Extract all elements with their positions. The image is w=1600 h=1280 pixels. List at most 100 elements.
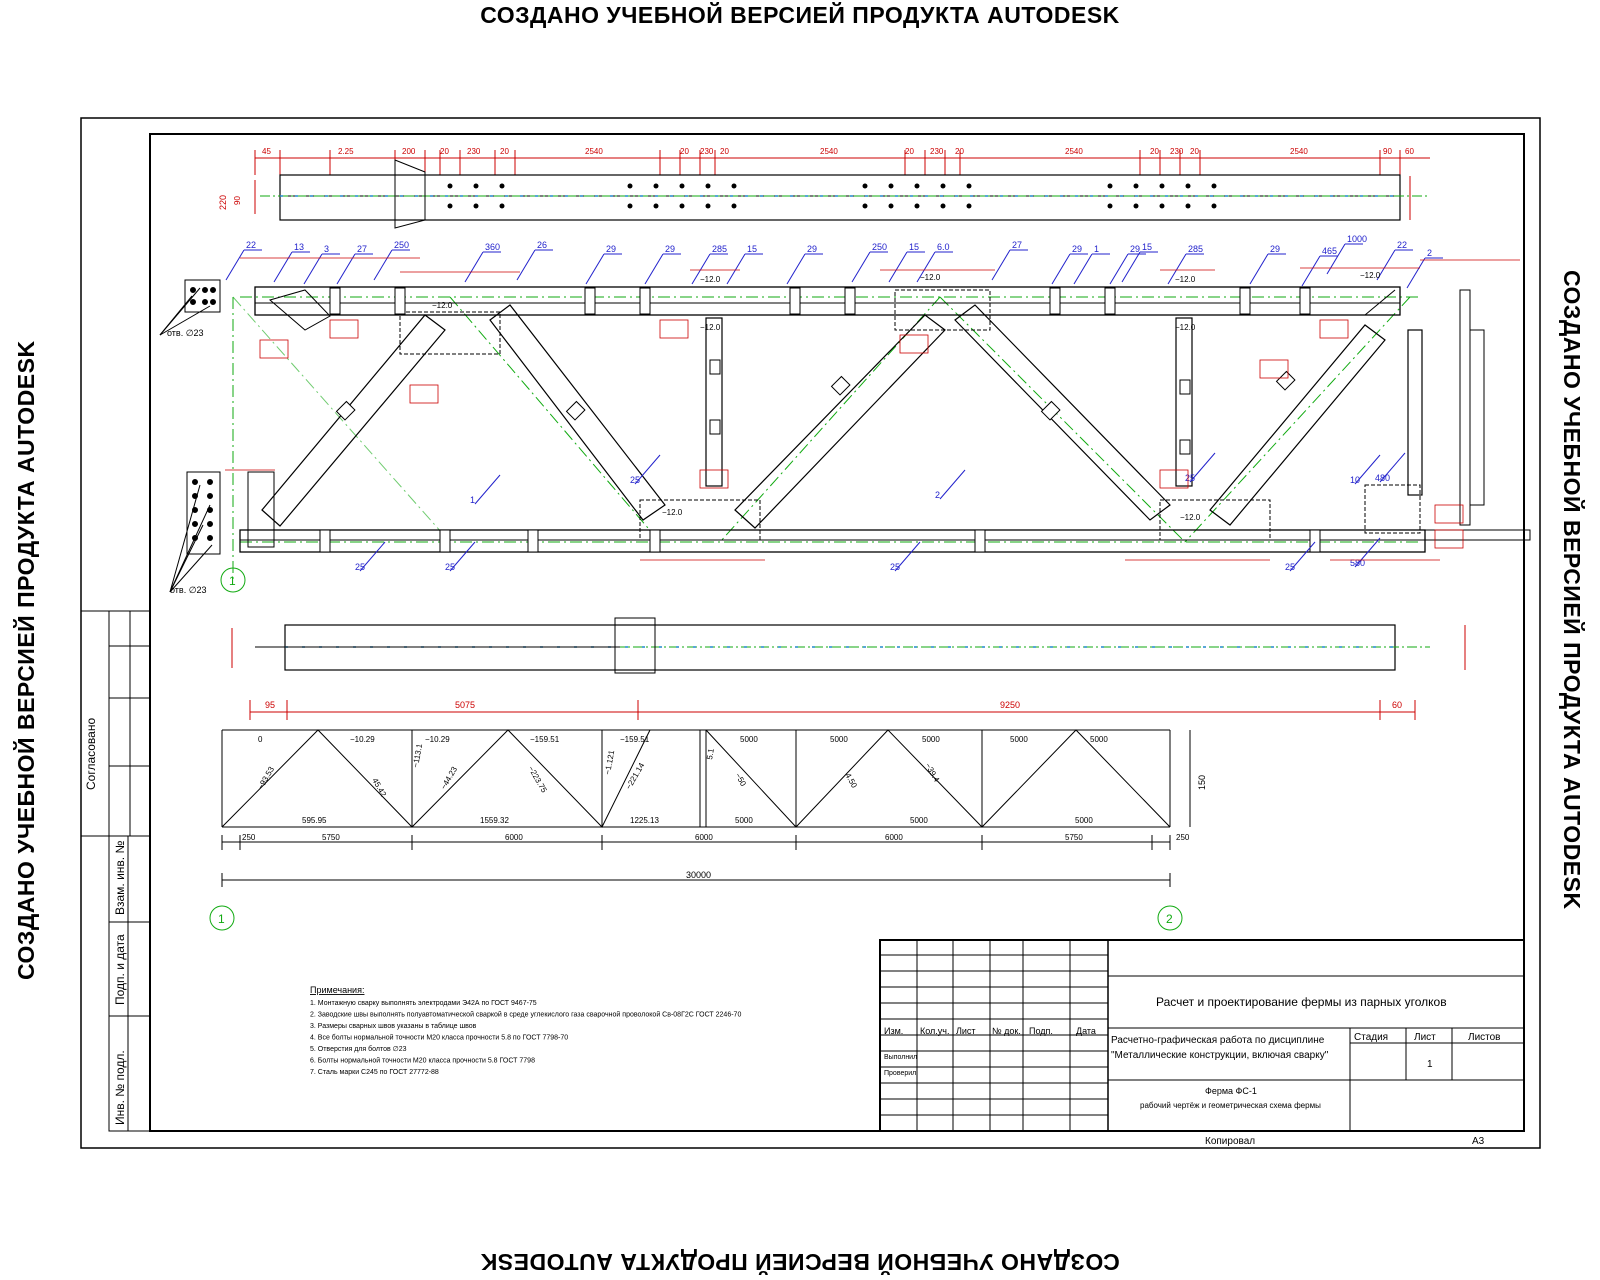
top-dim-label: 230	[700, 147, 714, 156]
top-dim-label: 45	[262, 147, 271, 156]
tb-work: Расчетно-графическая работа по дисциплин…	[1111, 1034, 1325, 1046]
member-mark: 360	[485, 242, 500, 252]
leader-line	[888, 251, 908, 283]
geo-diag-mark: −44.23	[439, 765, 459, 791]
stamp-col1: Взам. инв. №	[113, 841, 127, 915]
leader-line	[273, 251, 293, 283]
tb-header: Дата	[1076, 1026, 1096, 1036]
bolt-icon	[207, 535, 213, 541]
leader-line	[726, 253, 746, 285]
span-label: 5750	[322, 833, 340, 842]
top-dim-label: 230	[930, 147, 944, 156]
tb-header: Изм.	[884, 1026, 903, 1036]
bolt-icon	[653, 183, 659, 189]
member-mark: 27	[357, 244, 367, 254]
geo-diag-mark: 4.50	[843, 772, 859, 790]
dim-box	[1159, 469, 1189, 489]
member-mark: 25	[445, 562, 455, 572]
bolt-icon	[627, 183, 633, 189]
bolt-icon	[1185, 183, 1191, 189]
leader-line	[1406, 257, 1426, 289]
dim-box	[1434, 504, 1464, 524]
geo-top-mark: 5000	[830, 735, 848, 744]
note-line: 2. Заводские швы выполнять полуавтоматич…	[310, 1011, 741, 1019]
plan-dim-right: 9250	[1000, 700, 1020, 710]
bolt-icon	[202, 299, 208, 305]
leader-line	[474, 474, 501, 505]
member-mark: 250	[394, 240, 409, 250]
leader-line	[1073, 253, 1093, 285]
geo-bottom-mark: 1225.13	[630, 816, 659, 825]
member-mark: 29	[1072, 244, 1082, 254]
member-mark: 25	[355, 562, 365, 572]
bolt-icon	[190, 287, 196, 293]
geometry-scheme	[221, 729, 1191, 828]
spacer-pad	[527, 529, 539, 553]
spacer-pad	[1179, 379, 1191, 395]
top-dim-label: 200	[402, 147, 416, 156]
leader-line	[1289, 541, 1316, 572]
bolt-icon	[1185, 203, 1191, 209]
dim-box	[1259, 359, 1289, 379]
leader-line	[634, 454, 661, 485]
note-line: 6. Болты нормальной точности М20 класса …	[310, 1057, 535, 1065]
leader-line	[1109, 253, 1129, 285]
spacer-pad	[565, 400, 586, 421]
leader-line	[1376, 249, 1396, 281]
bolt-icon	[210, 299, 216, 305]
top-dim-label: 230	[467, 147, 481, 156]
member-mark: 1000	[1347, 234, 1367, 244]
spacer-pad	[329, 287, 341, 315]
axis-label-1b: 1	[218, 912, 225, 926]
bolt-icon	[862, 183, 868, 189]
tb-sheets: Листов	[1468, 1032, 1501, 1043]
geo-diag-mark: 5.1	[705, 747, 716, 760]
spacer-pad	[830, 375, 851, 396]
tb-header: Подп.	[1029, 1026, 1053, 1036]
plate-mark: −12.0	[1175, 323, 1196, 332]
bolt-icon	[1159, 183, 1165, 189]
stamp-agreed: Согласовано	[84, 718, 98, 790]
stamp-col3: Инв. № подл.	[113, 1050, 127, 1125]
plate-mark: −12.0	[1360, 271, 1381, 280]
member-mark: 465	[1322, 246, 1337, 256]
geo-top-mark: 0	[258, 735, 263, 744]
tb-role: Проверил	[884, 1070, 916, 1077]
hole-note-top: отв. ∅23	[167, 328, 204, 338]
bolt-icon	[499, 183, 505, 189]
spacer-pad	[335, 400, 356, 421]
leader-line	[225, 249, 245, 281]
member-mark: 27	[1012, 240, 1022, 250]
geo-top-mark: 5000	[1090, 735, 1108, 744]
span-label: 6000	[885, 833, 903, 842]
leader-line	[1189, 452, 1216, 483]
plate-mark: −12.0	[1175, 275, 1196, 284]
member-mark: 2	[1427, 248, 1432, 258]
member-mark: 3	[324, 244, 329, 254]
member-mark: 13	[294, 242, 304, 252]
top-dim-label: 60	[1405, 147, 1414, 156]
spacer-pad	[639, 287, 651, 315]
watermark-top: СОЗДАНО УЧЕБНОЙ ВЕРСИЕЙ ПРОДУКТА AUTODES…	[480, 2, 1120, 28]
span-label: 250	[242, 833, 256, 842]
bolt-icon	[679, 203, 685, 209]
member-mark: 15	[1142, 242, 1152, 252]
bolt-icon	[966, 203, 972, 209]
geo-top-mark: −10.29	[350, 735, 375, 744]
axis-markers	[209, 567, 1183, 931]
leader-line	[1379, 452, 1406, 483]
spacer-pad	[584, 287, 596, 315]
bolt-icon	[914, 203, 920, 209]
plan-dim-left: 95	[265, 700, 275, 710]
leader-line	[1249, 253, 1269, 285]
member-mark: 250	[872, 242, 887, 252]
dim-box	[1319, 319, 1349, 339]
bolt-icon	[1107, 203, 1113, 209]
member-mark: 25	[1185, 473, 1195, 483]
bolt-icon	[207, 493, 213, 499]
member-mark: 29	[665, 244, 675, 254]
leader-line	[464, 251, 484, 283]
member-mark: 25	[1285, 562, 1295, 572]
bolt-icon	[627, 203, 633, 209]
